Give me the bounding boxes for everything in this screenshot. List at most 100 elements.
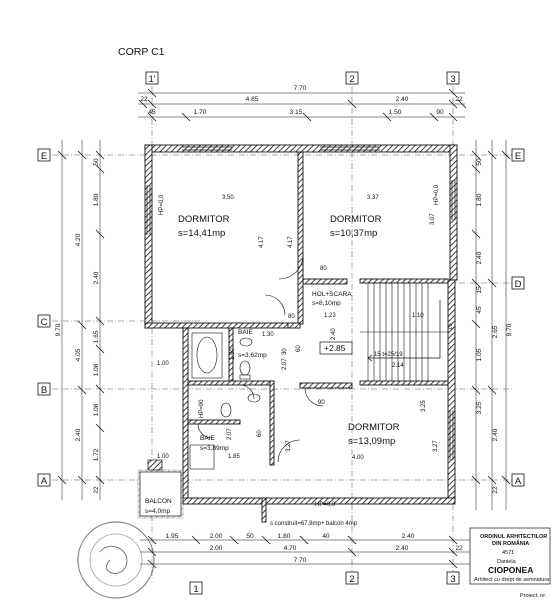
dim-label: 40: [322, 533, 330, 540]
toilet-icon: [220, 402, 232, 418]
grid-label: 3: [450, 574, 455, 585]
room-name: BAIE: [200, 435, 215, 442]
door-swings: [197, 254, 324, 463]
stairs-label: 15 t=25/19: [374, 352, 403, 358]
dim-label: 1.30: [262, 332, 274, 338]
dim-label: 2.40: [396, 96, 409, 103]
room-area: s=3,62mp: [238, 352, 267, 359]
dim-label: 1.85: [228, 454, 240, 460]
room-name: DORMITOR: [348, 422, 400, 433]
dim-label: 4.20: [75, 233, 82, 246]
dim-label: 15: [448, 323, 454, 330]
dim-label: 1.80: [278, 533, 291, 540]
room-name: BAIE: [238, 329, 253, 336]
dim-label: 45: [148, 109, 156, 116]
dims-top: 7.70 22 4.85 2.40 22 45 1.70 3.15 1.50 9…: [140, 85, 463, 116]
dim-label: 22: [140, 96, 148, 103]
grid-label: A: [41, 476, 48, 487]
room-area: s=14,41mp: [178, 228, 225, 239]
hp-label: HP=90: [199, 399, 205, 418]
dim-label: 2.14: [392, 363, 404, 369]
dim-label: 1.80: [93, 193, 100, 206]
room-labels-small: HOL+SCARA s=8,10mp BAIE s=3,62mp BAIE s=…: [145, 291, 352, 515]
grid-label: 2: [349, 74, 354, 85]
dim-label: 50: [246, 533, 254, 540]
plan-title: CORP C1: [118, 46, 165, 58]
built-area-label: s construit=67,8mp+ balcon 4mp: [270, 521, 358, 527]
dim-label: 1.50: [230, 348, 236, 360]
toilet-icon: [239, 360, 251, 376]
level-marker: +2.85: [319, 341, 353, 355]
dim-label: 9.70: [55, 323, 62, 336]
dim-label: 50: [93, 158, 100, 166]
dim-label: 80: [288, 314, 295, 320]
dim-label: 4.70: [284, 545, 297, 552]
dim-label: 2.07: [282, 358, 288, 370]
dim-label: 2.00: [210, 545, 223, 552]
walls: [144, 144, 458, 523]
dim-label: 2.40: [396, 545, 409, 552]
shower-tray: [189, 444, 215, 470]
grid-labels: 1' 2 3 1 2 3 E E D C B A A: [41, 74, 522, 595]
hp-label: HP=0,0: [159, 194, 165, 215]
grid-lines: [52, 86, 512, 582]
engineer-stamp: [77, 521, 155, 599]
grid-label: C: [41, 317, 48, 328]
dim-label: 22: [455, 545, 463, 552]
dim-label: 3.07: [430, 213, 436, 225]
stamp-subtitle: DIN ROMÂNIA: [492, 540, 529, 547]
stamp-first-name: Daniela: [497, 559, 517, 565]
dim-label: 3.25: [476, 401, 483, 414]
stair-arrow: [367, 300, 441, 362]
balcony: [137, 459, 184, 519]
sink-icon: [239, 337, 253, 347]
dim-label: 1.05: [476, 348, 483, 361]
dimension-lines: [61, 92, 507, 565]
dims-bottom: 1.95 2.40 2.00 50 1.80 40 4.70 2.00 2.40…: [166, 533, 463, 564]
dim-label: 22: [455, 96, 463, 103]
dim-label: 4.17: [259, 236, 265, 248]
grid-label: E: [515, 151, 521, 162]
dim-label: 3.27: [286, 440, 292, 452]
dim-label: 2.65: [492, 325, 499, 338]
dim-label: 45: [476, 306, 483, 314]
dim-label: 2.40: [492, 428, 499, 441]
room-area: s=4,0mp: [145, 508, 170, 515]
room-area: s=13,09mp: [348, 436, 395, 447]
dim-label: 1.08: [93, 363, 100, 376]
dim-label: 2.40: [93, 271, 100, 284]
hp-label: HP=0,0: [434, 184, 440, 205]
dim-label: 30: [282, 348, 288, 355]
plan-notes: HP=0,0 HP=0,0 HP=90 HP=0,0 15 t=25/19 s …: [159, 184, 440, 527]
dim-label: 1.95: [166, 533, 179, 540]
dim-label: 3.15: [290, 109, 303, 116]
dim-label: 90: [436, 109, 444, 116]
dim-label: 22: [492, 486, 499, 494]
signature-mark: [99, 545, 128, 574]
grid-label: D: [515, 279, 522, 290]
dim-label: 1.00: [157, 361, 169, 367]
grid-bubbles: [37, 71, 525, 595]
dim-label: 15: [476, 286, 483, 294]
room-name: DORMITOR: [330, 214, 382, 225]
room-area: s=3,89mp: [200, 445, 229, 452]
grid-label: A: [515, 476, 522, 487]
dim-label: 4.85: [246, 96, 259, 103]
dim-label: 1.70: [194, 109, 207, 116]
stair-treads: [360, 283, 448, 381]
project-number-label: Proiect. nr.: [520, 593, 547, 599]
dims-left: 9.70 4.20 4.05 2.40 50 1.80 2.40 1.65 1.…: [55, 158, 100, 494]
dim-label: 2.00: [210, 533, 223, 540]
dim-label: 1.50: [389, 109, 402, 116]
stamp-last-name: CIOPONEA: [488, 565, 533, 575]
room-name: HOL+SCARA: [312, 291, 352, 298]
grid-label: E: [41, 151, 47, 162]
grid-label: 1': [148, 74, 155, 85]
dim-label: 7.70: [294, 85, 307, 92]
dim-label: 1.72: [93, 448, 100, 461]
room-name: BALCON: [145, 498, 172, 505]
stamp-number: 4571: [502, 550, 514, 556]
room-area: s=10,37mp: [330, 228, 377, 239]
dim-label: 1.10: [412, 313, 424, 319]
